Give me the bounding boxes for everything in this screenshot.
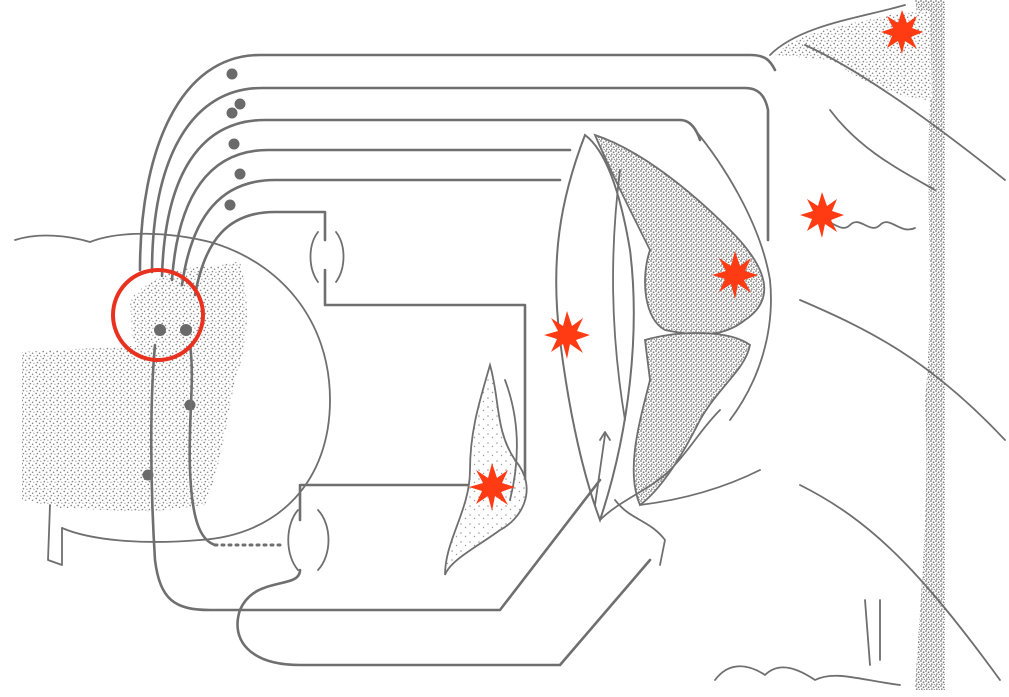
tract-line-4 bbox=[172, 150, 570, 280]
synapse-node bbox=[225, 200, 236, 211]
spinal-cord bbox=[15, 234, 330, 565]
burst-icon bbox=[544, 311, 590, 359]
ganglion-loop bbox=[238, 485, 651, 665]
synapse-node bbox=[235, 99, 246, 110]
epidermis-region bbox=[915, 0, 945, 690]
upper-bone bbox=[595, 135, 764, 334]
synapse-node bbox=[229, 139, 240, 150]
synapse-node bbox=[235, 169, 246, 180]
receptor-fiber-3 bbox=[800, 300, 1005, 440]
synapse-node bbox=[180, 324, 192, 336]
ganglion bbox=[238, 232, 651, 665]
spindle-body bbox=[445, 365, 527, 575]
joint bbox=[556, 130, 771, 565]
receptor-fiber-2 bbox=[830, 110, 935, 190]
ganglion-outline bbox=[288, 510, 328, 570]
hair-follicle bbox=[865, 600, 880, 665]
lower-bone bbox=[634, 333, 750, 505]
synapse-node bbox=[227, 108, 238, 119]
receptor-fiber-4 bbox=[800, 485, 1000, 680]
synapse-node bbox=[227, 69, 238, 80]
burst-icon bbox=[800, 192, 844, 238]
small-ganglion bbox=[311, 232, 344, 282]
cord-left-edge bbox=[48, 505, 62, 565]
synapse-node bbox=[154, 324, 166, 336]
muscle-spindle bbox=[445, 365, 527, 575]
wavy-ending-2 bbox=[715, 666, 900, 685]
skin bbox=[715, 0, 1005, 690]
